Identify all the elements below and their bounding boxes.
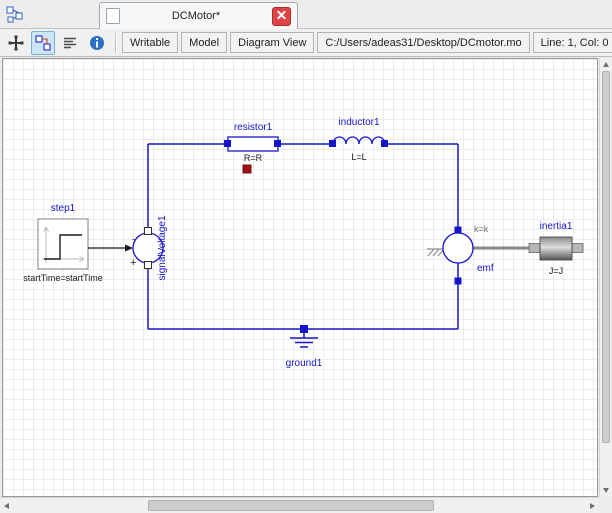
vertical-scrollbar[interactable] bbox=[599, 58, 612, 497]
cursor-position-label: Line: 1, Col: 0 bbox=[532, 32, 612, 53]
resistor-pin-right[interactable] bbox=[274, 140, 281, 147]
up-arrow-icon bbox=[603, 62, 609, 67]
component-emf[interactable]: k=k emf bbox=[427, 224, 530, 285]
app-network-icon bbox=[6, 6, 23, 23]
component-inertia1[interactable]: inertia1 J=J bbox=[528, 221, 584, 276]
resistor-label: resistor1 bbox=[234, 122, 273, 133]
down-arrow-icon bbox=[603, 488, 609, 493]
view-mode-label: Diagram View bbox=[230, 32, 315, 53]
diagram-canvas[interactable]: step1 startTime=startTime - + signalVolt… bbox=[2, 58, 598, 497]
step-axis-y bbox=[43, 226, 49, 263]
scroll-up-button[interactable] bbox=[600, 59, 612, 70]
component-signalvoltage1[interactable]: - + signalVoltage1 bbox=[130, 215, 168, 280]
vertical-scroll-thumb[interactable] bbox=[602, 71, 610, 443]
emf-support bbox=[427, 248, 445, 257]
scroll-down-button[interactable] bbox=[600, 485, 612, 496]
step-label: step1 bbox=[51, 203, 76, 214]
writable-button[interactable]: Writable bbox=[122, 32, 179, 53]
inertia-param: J=J bbox=[549, 266, 563, 276]
inductor-coil bbox=[332, 136, 386, 145]
left-arrow-icon bbox=[4, 502, 9, 509]
tab-bar: DCMotor* bbox=[0, 0, 612, 29]
info-icon bbox=[90, 35, 104, 50]
component-inductor1[interactable]: inductor1 L=L bbox=[329, 117, 388, 162]
component-ground1[interactable]: ground1 bbox=[286, 325, 323, 369]
tab-title: DCMotor* bbox=[171, 10, 221, 22]
voltage-plus-sign: + bbox=[130, 257, 136, 269]
inertia-shaft-right bbox=[571, 243, 584, 253]
connection-wires[interactable] bbox=[147, 143, 459, 330]
component-step1[interactable]: step1 startTime=startTime bbox=[23, 203, 103, 283]
file-path-label: C:/Users/adeas31/Desktop/DCmotor.mo bbox=[317, 32, 530, 53]
emf-pin-top[interactable] bbox=[454, 226, 462, 234]
right-arrow-icon bbox=[590, 502, 595, 509]
inertia-body bbox=[539, 236, 573, 261]
signal-arrowhead bbox=[125, 244, 133, 252]
diagram-view-button[interactable] bbox=[31, 30, 55, 55]
inductor-param: L=L bbox=[351, 152, 366, 162]
icon-view-button[interactable] bbox=[4, 31, 28, 55]
emf-pin-bottom[interactable] bbox=[454, 277, 462, 285]
inductor-pin-right[interactable] bbox=[381, 140, 388, 147]
component-resistor1[interactable]: resistor1 R=R bbox=[224, 122, 281, 174]
model-type-label: Model bbox=[181, 32, 228, 53]
voltage-pin-bottom[interactable] bbox=[144, 261, 152, 269]
signal-connection[interactable] bbox=[88, 244, 133, 252]
documentation-view-button[interactable] bbox=[85, 31, 109, 55]
scrollbar-corner bbox=[599, 497, 612, 513]
toolbar-separator bbox=[115, 32, 116, 53]
emf-param: k=k bbox=[474, 224, 489, 234]
ground-label: ground1 bbox=[286, 358, 323, 369]
voltage-minus-sign: - bbox=[132, 234, 135, 244]
voltage-pin-top[interactable] bbox=[144, 227, 152, 235]
inductor-label: inductor1 bbox=[338, 117, 380, 128]
resistor-heatport-pin[interactable] bbox=[242, 164, 252, 174]
inertia-shaft-left bbox=[528, 243, 541, 253]
tab-dcmotor[interactable]: DCMotor* bbox=[99, 2, 298, 29]
scroll-right-button[interactable] bbox=[587, 498, 598, 513]
resistor-param: R=R bbox=[244, 153, 263, 163]
tab-close-icon[interactable] bbox=[272, 6, 291, 26]
text-view-icon bbox=[64, 37, 76, 48]
icon-view-icon bbox=[8, 35, 24, 50]
inductor-pin-left[interactable] bbox=[329, 140, 336, 147]
emf-label: emf bbox=[477, 263, 494, 274]
horizontal-scroll-thumb[interactable] bbox=[148, 500, 434, 511]
scroll-left-button[interactable] bbox=[1, 498, 12, 513]
diagram-view-icon bbox=[35, 35, 51, 50]
toolbar: Writable Model Diagram View C:/Users/ade… bbox=[0, 29, 612, 57]
inertia-label: inertia1 bbox=[540, 221, 573, 232]
tab-model-icon bbox=[106, 8, 120, 24]
horizontal-scrollbar[interactable] bbox=[0, 497, 599, 513]
resistor-pin-left[interactable] bbox=[224, 140, 231, 147]
voltage-label: signalVoltage1 bbox=[157, 215, 168, 280]
step-curve bbox=[44, 234, 82, 260]
step-param: startTime=startTime bbox=[23, 273, 103, 283]
ground-pin[interactable] bbox=[300, 325, 308, 333]
ground-symbol bbox=[290, 329, 318, 348]
diagram-svg: step1 startTime=startTime - + signalVolt… bbox=[23, 117, 584, 369]
text-view-button[interactable] bbox=[58, 31, 82, 55]
